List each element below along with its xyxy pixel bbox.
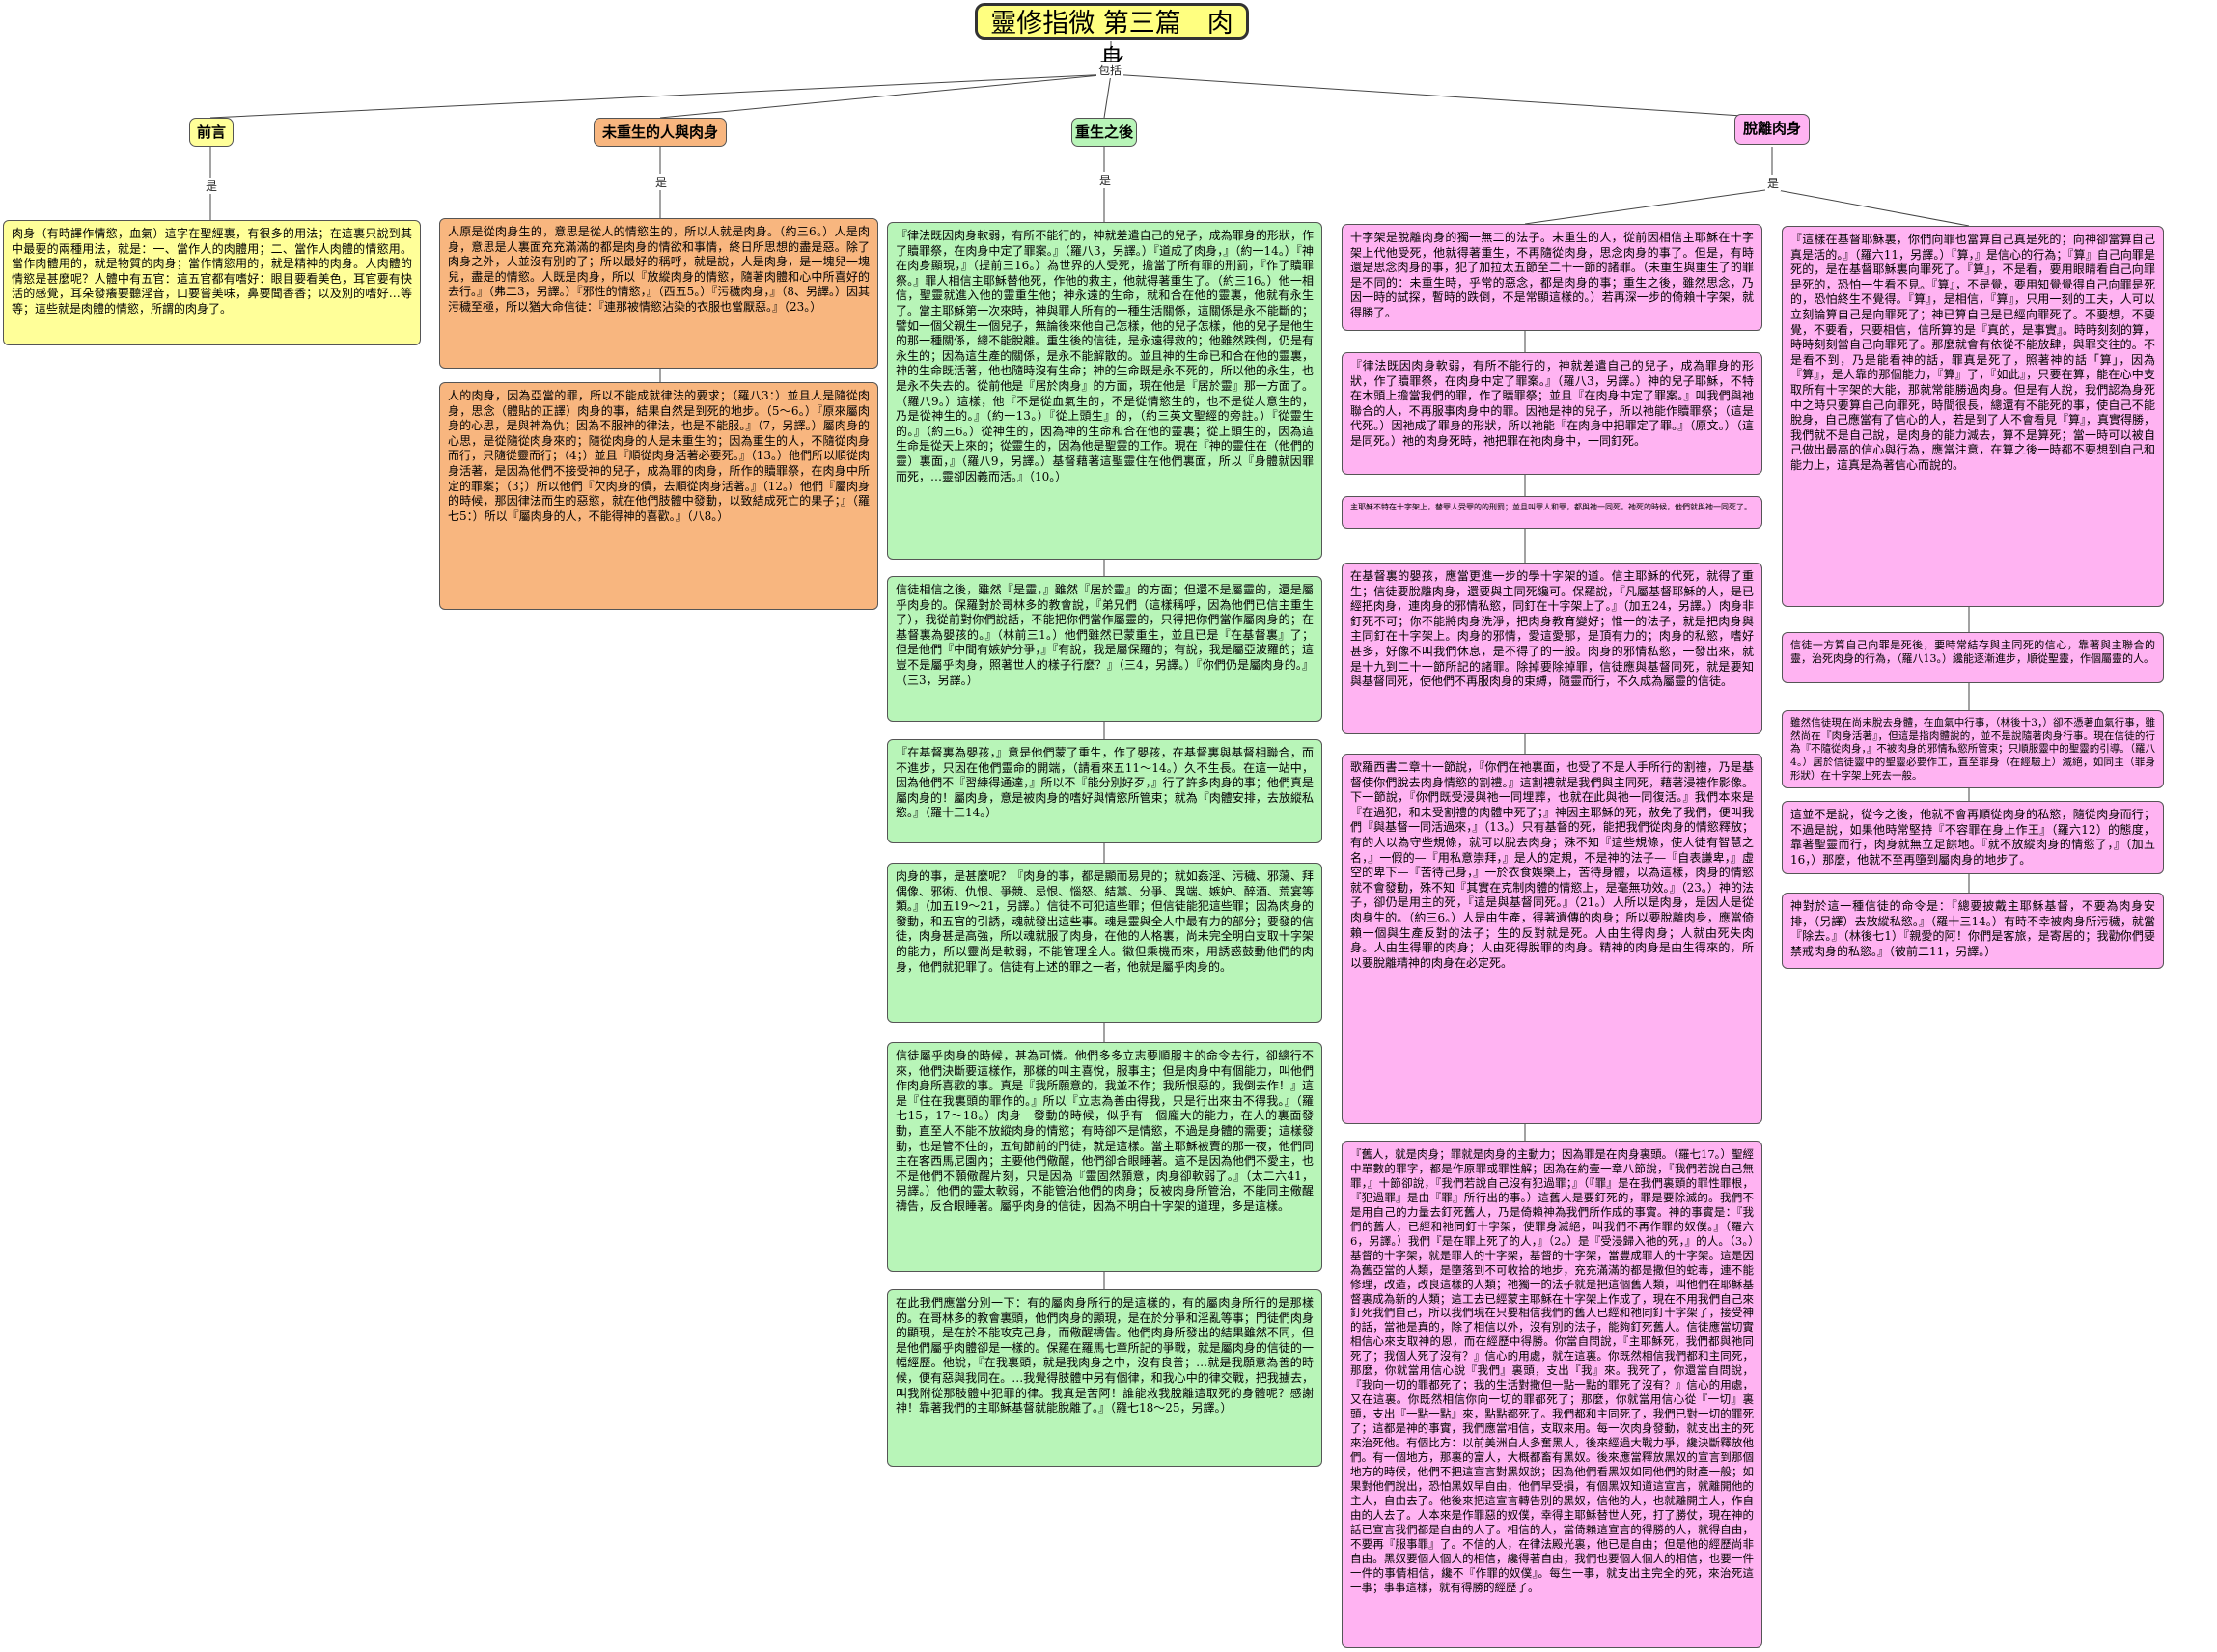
topic-unregenerate[interactable]: 未重生的人與肉身 [594,118,727,147]
note-regenerate-1: 『律法既因肉身軟弱，有所不能行的，神就差遣自己的兒子，成為罪身的形狀，作了贖罪祭… [887,222,1322,560]
note-regenerate-2: 信徒相信之後，雖然『是靈，』雖然『居於靈』的方面；但還不是屬靈的，還是屬乎肉身的… [887,576,1322,722]
note-regenerate-5: 信徒屬乎肉身的時候，甚為可憐。他們多多立志要順服主的命令去行，卻總行不來，他們決… [887,1042,1322,1272]
note-deliverance-8: 信徒一方算自己向罪是死後，要時常結存與主同死的信心，靠著與主聯合的靈，治死肉身的… [1782,632,2164,683]
note-deliverance-9: 雖然信徒現在尚未脫去身體，在血氣中行事，（林後十3，）卻不憑著血氣行事，雖然尚在… [1782,710,2164,788]
root-link-label: 包括 [1096,62,1124,78]
topic-intro[interactable]: 前言 [189,118,234,147]
map-title: 靈修指微 第三篇 肉身 [975,3,1249,75]
note-regenerate-6: 在此我們應當分別一下：有的屬肉身所行的是這樣的，有的屬肉身所行的是那樣的。在哥林… [887,1289,1322,1467]
link-label-after-regeneration: 是 [1097,172,1114,188]
note-deliverance-5: 歌羅西書二章十一節說，『你們在祂裏面，也受了不是人手所行的割禮，乃是基督使你們脫… [1342,754,1762,1124]
note-deliverance-2: 『律法既因肉身軟弱，有所不能行的，神就差遣自己的兒子，成為罪身的形狀，作了贖罪祭… [1342,352,1762,475]
link-label-unregenerate: 是 [653,174,670,190]
note-deliverance-10: 這並不是說，從今之後，他就不會再順從肉身的私慾，隨從肉身而行；不過是說，如果他時… [1782,801,2164,874]
note-regenerate-4: 肉身的事，是甚麼呢？『肉身的事，都是顯而易見的；就如姦淫、污穢、邪蕩、拜偶像、邪… [887,863,1322,1023]
note-deliverance-4: 在基督裏的嬰孩，應當更進一步的學十字架的道。信主耶穌的代死，就得了重生；信徒要脫… [1342,563,1762,734]
note-deliverance-7: 『這樣在基督耶穌裏，你們向罪也當算自己真是死的；向神卻當算自己真是活的。』（羅六… [1782,226,2164,607]
topic-after-regeneration[interactable]: 重生之後 [1071,118,1137,147]
note-regenerate-3: 『在基督裏為嬰孩，』意是他們蒙了重生，作了嬰孩，在基督裏與基督相聯合，而不進步，… [887,739,1322,843]
note-unregenerate-1: 人原是從肉身生的，意思是從人的情慾生的，所以人就是肉身。（約三6。）人是肉身，意… [439,218,878,369]
note-deliverance-1: 十字架是脫離肉身的獨一無二的法子。未重生的人，從前因相信主耶穌在十字架上代他受死… [1342,224,1762,331]
topic-deliverance[interactable]: 脫離肉身 [1734,114,1810,145]
link-label-deliverance: 是 [1765,175,1782,191]
note-unregenerate-2: 人的肉身，因為亞當的罪，所以不能成就律法的要求；（羅八3：）並且人是隨從肉身，思… [439,382,878,610]
link-label-intro: 是 [204,178,220,194]
note-deliverance-3: 主耶穌不特在十字架上，替罪人受罪的的刑罰；並且叫罪人和罪，都與祂一同死。祂死的時… [1342,496,1762,529]
note-deliverance-6: 『舊人，就是肉身；罪就是肉身的主動力；因為罪是在肉身裏頭。（羅七17。）聖經中單… [1342,1141,1762,1648]
note-intro-1: 肉身（有時譯作情慾，血氣）這字在聖經裏，有很多的用法；在這裏只說到其中最要的兩種… [3,220,421,345]
note-deliverance-11: 神對於這一種信徒的命令是：『總要披戴主耶穌基督，不要為肉身安排，（另譯）去放縱私… [1782,893,2164,969]
